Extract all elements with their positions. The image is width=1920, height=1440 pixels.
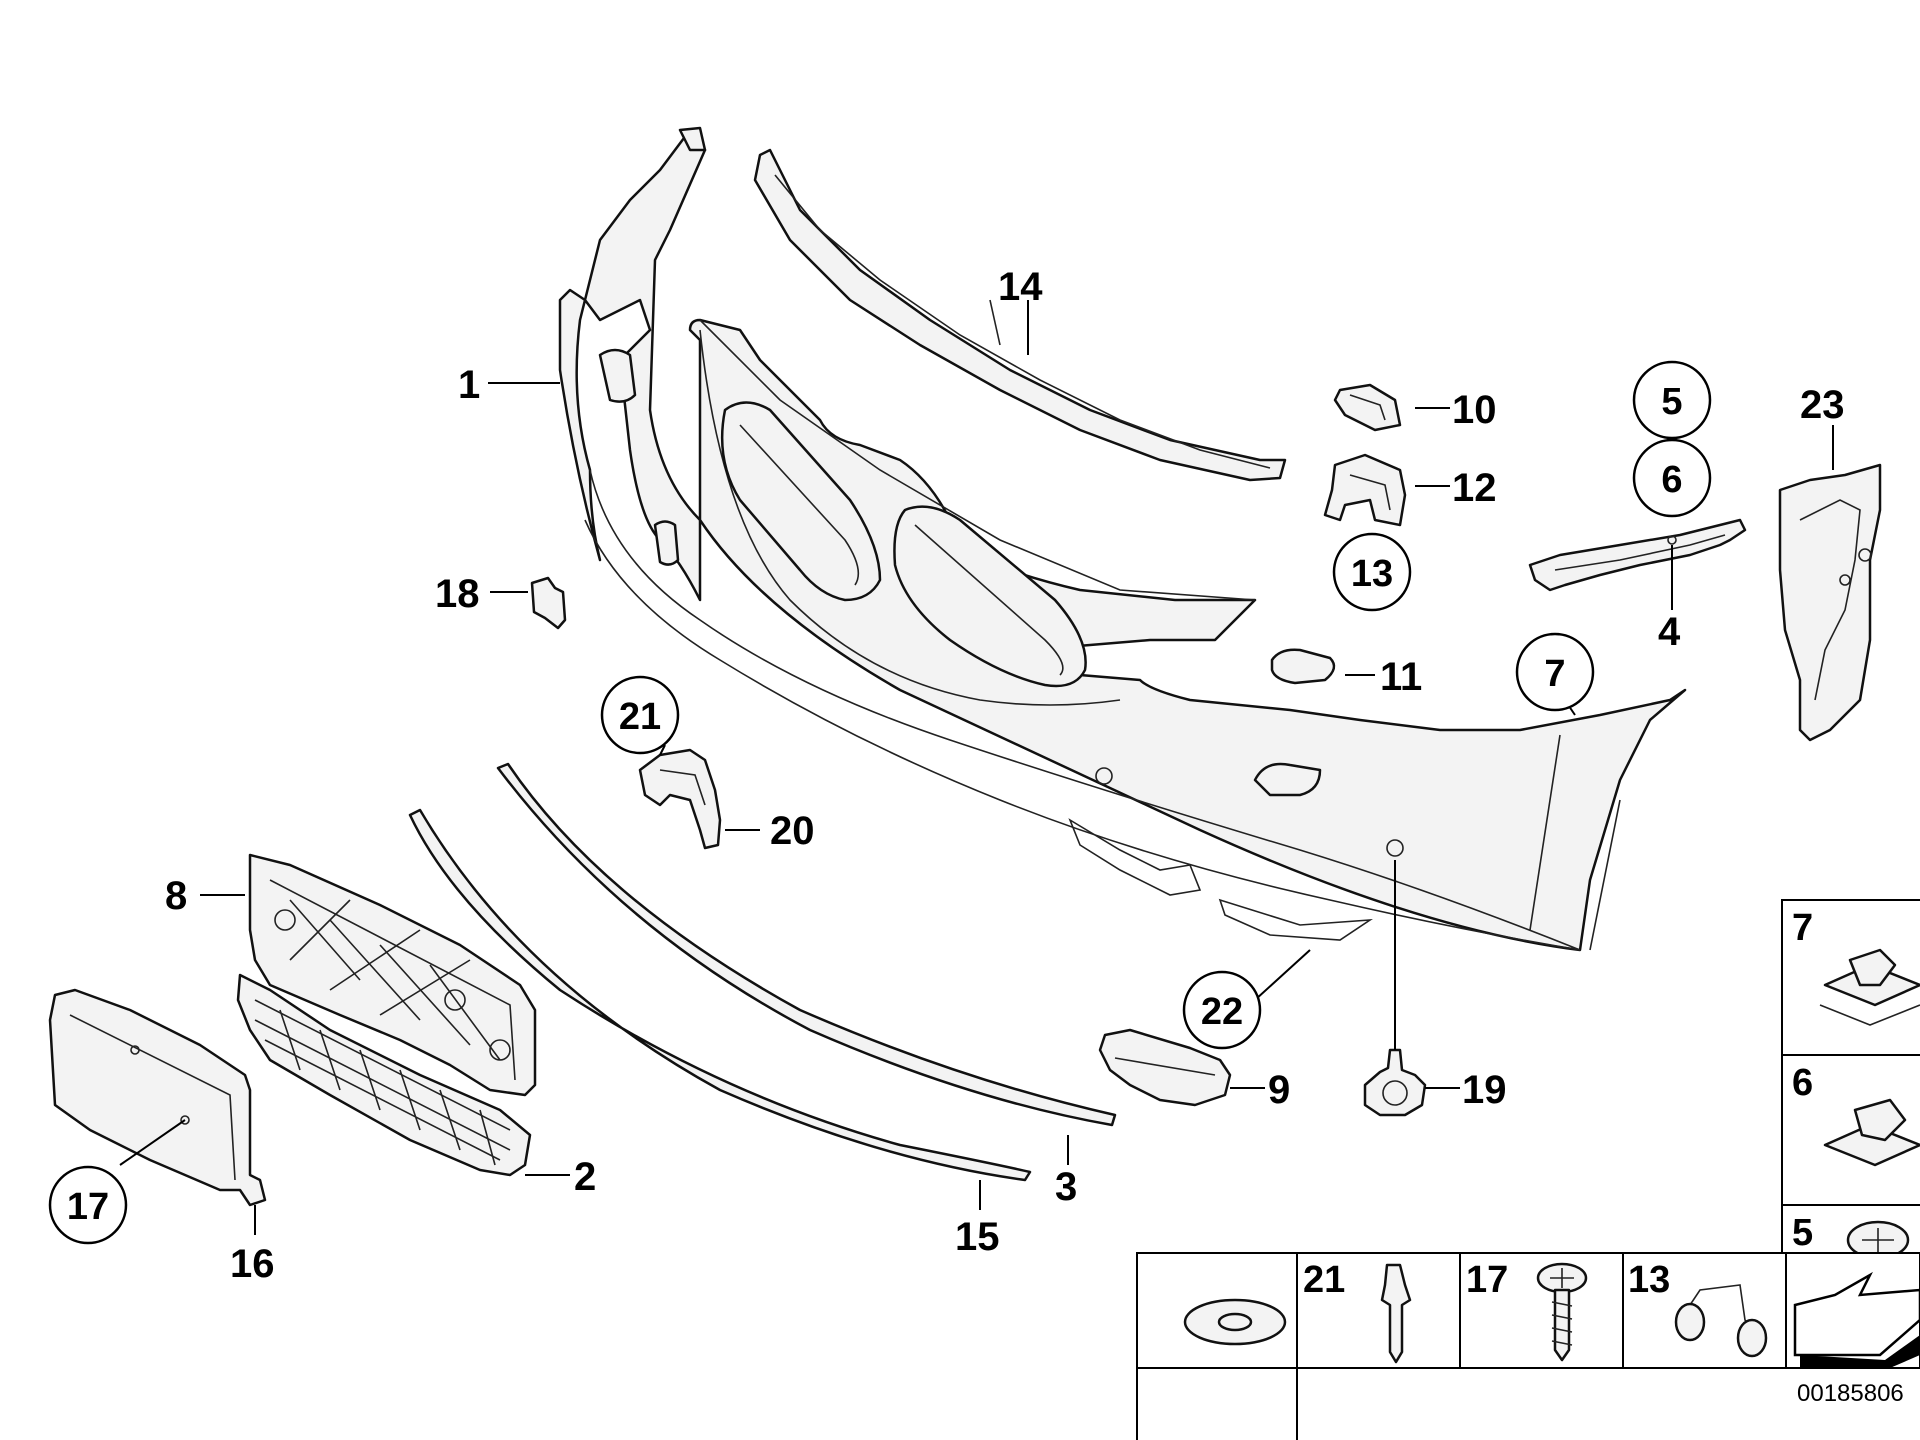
clip-nut-icon [1819,948,1920,1026]
legend-label-21: 21 [1303,1259,1345,1301]
label-part-16: 16 [230,1242,275,1286]
label-part-15: 15 [955,1215,1000,1259]
circled-label-22: 22 [1201,991,1243,1033]
label-part-3: 3 [1055,1165,1077,1209]
label-part-14: 14 [998,265,1043,309]
label-part-8: 8 [165,874,187,918]
spring-clip-icon [1674,1284,1768,1358]
bracket-part-12 [1323,453,1407,527]
cover-cap-part-11 [1270,648,1336,685]
label-part-10: 10 [1452,388,1497,432]
clip-part-10 [1333,383,1402,432]
legend-label-5: 5 [1792,1212,1813,1254]
spring-nut-icon [1823,1098,1920,1167]
plate-screw-icon [1536,1262,1588,1362]
label-part-19: 19 [1462,1068,1507,1112]
label-part-23: 23 [1800,383,1845,427]
trim-strip-part-3 [496,762,1117,1127]
legend-label-17: 17 [1466,1259,1508,1301]
circled-label-6: 6 [1661,459,1682,501]
bumper-panel [558,126,1687,952]
upper-carrier-strip [753,148,1287,482]
label-part-4: 4 [1658,610,1681,654]
hardware-legend: 7 6 5 22 21 [1136,899,1920,1440]
label-part-11: 11 [1380,655,1422,699]
rivet-icon [1380,1263,1412,1364]
clip-part-18 [530,576,567,630]
circled-labels: 5 6 7 13 21 22 17 [48,360,1712,1245]
circled-label-13: 13 [1351,553,1393,595]
label-part-12: 12 [1452,466,1497,510]
part-number-labels: 1 14 10 12 4 23 18 11 20 8 9 19 2 3 15 1… [165,265,1845,1286]
sensor-part-19 [1363,1048,1427,1117]
label-part-20: 20 [770,809,815,853]
circled-label-21: 21 [619,696,661,738]
label-part-18: 18 [435,572,480,616]
circled-label-7: 7 [1544,653,1565,695]
legend-label-7: 7 [1792,907,1813,949]
document-number: 00185806 [1797,1380,1904,1407]
plate-holder-part-16 [48,988,267,1207]
label-part-9: 9 [1268,1068,1290,1112]
arrow-icon [1793,1271,1920,1368]
trim-strip-part-15 [408,808,1032,1182]
bracket-part-20 [638,748,722,850]
fog-cover-part-9 [1098,1028,1232,1107]
leader-lines [119,300,1834,1235]
label-part-2: 2 [574,1155,596,1199]
washer-icon [1183,1298,1287,1346]
legend-label-13: 13 [1628,1259,1670,1301]
license-plate-base-part-8 [248,853,537,1097]
circled-label-17: 17 [67,1186,109,1228]
label-part-1: 1 [458,363,480,407]
side-bracket-part-4 [1528,518,1747,592]
lower-grille-part-2 [236,973,532,1177]
legend-label-6: 6 [1792,1062,1813,1104]
circled-label-5: 5 [1661,381,1682,423]
wheel-arch-bracket-part-23 [1778,463,1882,742]
